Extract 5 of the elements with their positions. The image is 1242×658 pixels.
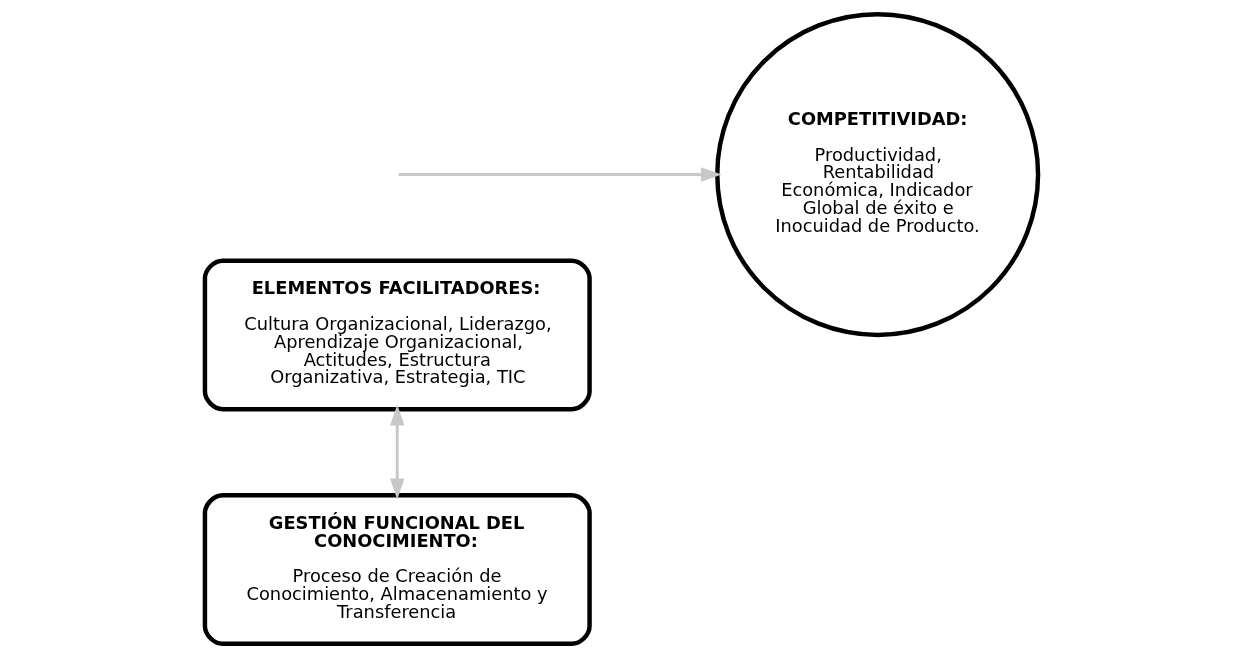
node-box: ELEMENTOS FACILITADORES: Cultura Organizacional, Liderazgo, Aprendizaje Organizacional, Actitudes, Estructura Organizativa, Estrategia, TIC <box>202 258 592 412</box>
node-circle: COMPETITIVIDAD: Productividad, Rentabilidad Económica, Indicador Global de éxito e Inocuidad de Producto. <box>714 11 1040 338</box>
arrow <box>389 404 405 500</box>
arrow <box>398 167 722 182</box>
node-box: GESTIÓN FUNCIONAL DEL CONOCIMIENTO: Proceso de Creación de Conocimiento, Almacenamiento y Transferencia <box>202 493 592 647</box>
